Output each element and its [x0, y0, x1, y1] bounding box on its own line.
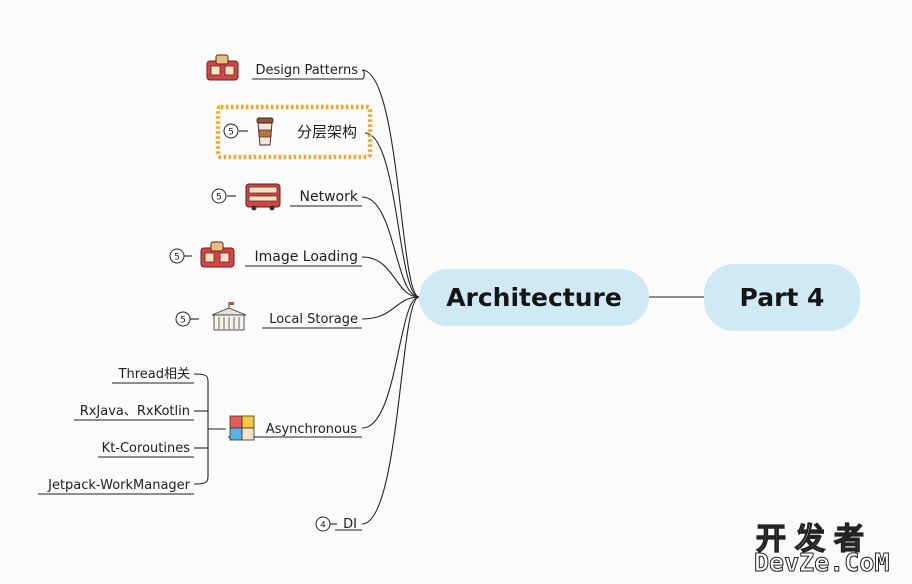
async-bracket	[193, 373, 209, 485]
badge-text-storage: 5	[180, 316, 186, 326]
branch-design-patterns: Design Patterns	[255, 63, 358, 78]
root-node-architecture: Architecture	[419, 269, 649, 326]
badge-network	[211, 188, 227, 204]
badge-text-layered: 5	[228, 128, 234, 138]
async-child-workmanager: Jetpack-WorkManager	[47, 478, 191, 493]
badge-di	[315, 516, 331, 532]
badges	[169, 123, 331, 532]
highlight-frame	[215, 104, 373, 160]
watermark-line-2: DevZe.CoM	[753, 548, 890, 578]
coffee-cup-icon	[256, 117, 274, 146]
badge-storage	[175, 311, 191, 327]
connector-image	[361, 256, 420, 298]
badge-text-network: 5	[216, 193, 222, 203]
connector-design	[361, 69, 420, 298]
badge-layered	[223, 123, 239, 139]
connector-storage	[361, 296, 420, 320]
branch-local-storage: Local Storage	[269, 312, 358, 327]
double-decker-bus-icon	[245, 183, 281, 211]
jigsaw-puzzle-icon	[200, 241, 235, 268]
puzzle-piece-icon	[229, 415, 255, 441]
connector-lines	[184, 69, 704, 531]
connector-di	[361, 296, 420, 525]
jigsaw-puzzle-icon	[206, 54, 239, 81]
async-child-thread: Thread相关	[118, 367, 190, 382]
branch-image-loading: Image Loading	[254, 249, 358, 265]
connector-layered	[364, 132, 420, 298]
async-child-coroutines: Kt-Coroutines	[102, 441, 191, 456]
connector-async	[361, 296, 420, 429]
badge-image	[169, 248, 185, 264]
branch-di: DI	[343, 517, 357, 532]
parent-node-part-4: Part 4	[704, 264, 860, 331]
badge-text-di: 4	[320, 521, 326, 531]
site-watermark: 开发者 DevZe.CoM	[752, 514, 910, 582]
branch-network: Network	[300, 189, 359, 205]
watermark-line-1: 开发者	[755, 521, 873, 557]
connector-network	[361, 196, 420, 298]
underline-design	[252, 69, 365, 80]
badge-text-image: 5	[174, 253, 180, 263]
branch-layered-architecture: 分层架构	[297, 123, 357, 141]
government-building-icon	[211, 302, 247, 331]
async-child-rx: RxJava、RxKotlin	[80, 404, 190, 419]
branch-asynchronous: Asynchronous	[266, 422, 357, 437]
